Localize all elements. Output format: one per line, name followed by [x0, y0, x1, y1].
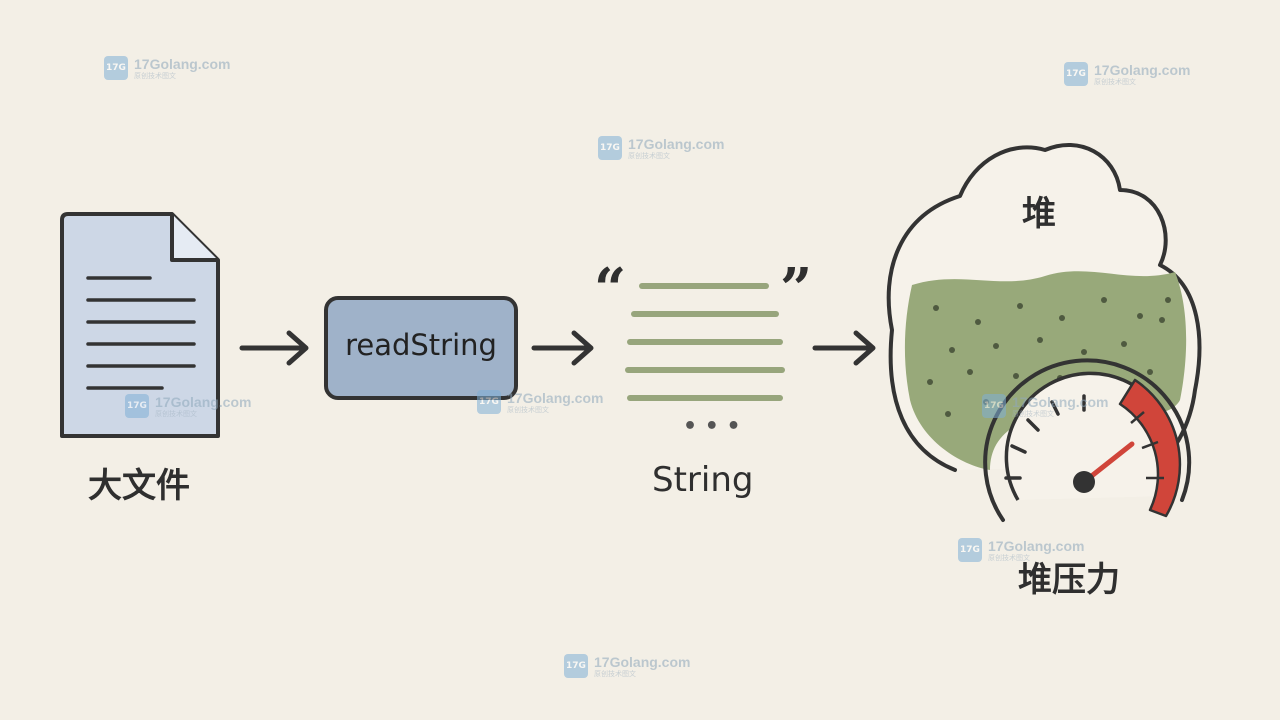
arrow-icon: [812, 330, 876, 366]
source-file-label: 大文件: [88, 466, 190, 506]
quote-open-mark: “: [594, 256, 627, 322]
gauge-ticks: [1004, 394, 1086, 480]
gauge-danger-zone: [1118, 378, 1182, 518]
gauge-hub: [1073, 471, 1095, 493]
pressure-gauge: [983, 358, 1192, 522]
heap-particles: [927, 297, 1171, 417]
heap-label: 堆: [1022, 194, 1056, 234]
document-text-lines: [86, 276, 196, 390]
document-icon: [60, 212, 220, 438]
ellipsis-dots: • • •: [683, 414, 741, 439]
result-string-label: String: [652, 460, 754, 500]
gauge-danger-ticks: [1130, 411, 1164, 480]
arrow-icon: [239, 330, 309, 366]
arrow-icon: [531, 330, 594, 366]
heap-pressure-label: 堆压力: [1018, 560, 1120, 600]
process-label: readString: [345, 328, 497, 362]
process-box: [324, 296, 518, 400]
quote-close-mark: ”: [780, 256, 813, 322]
string-text-lines: [625, 283, 785, 401]
